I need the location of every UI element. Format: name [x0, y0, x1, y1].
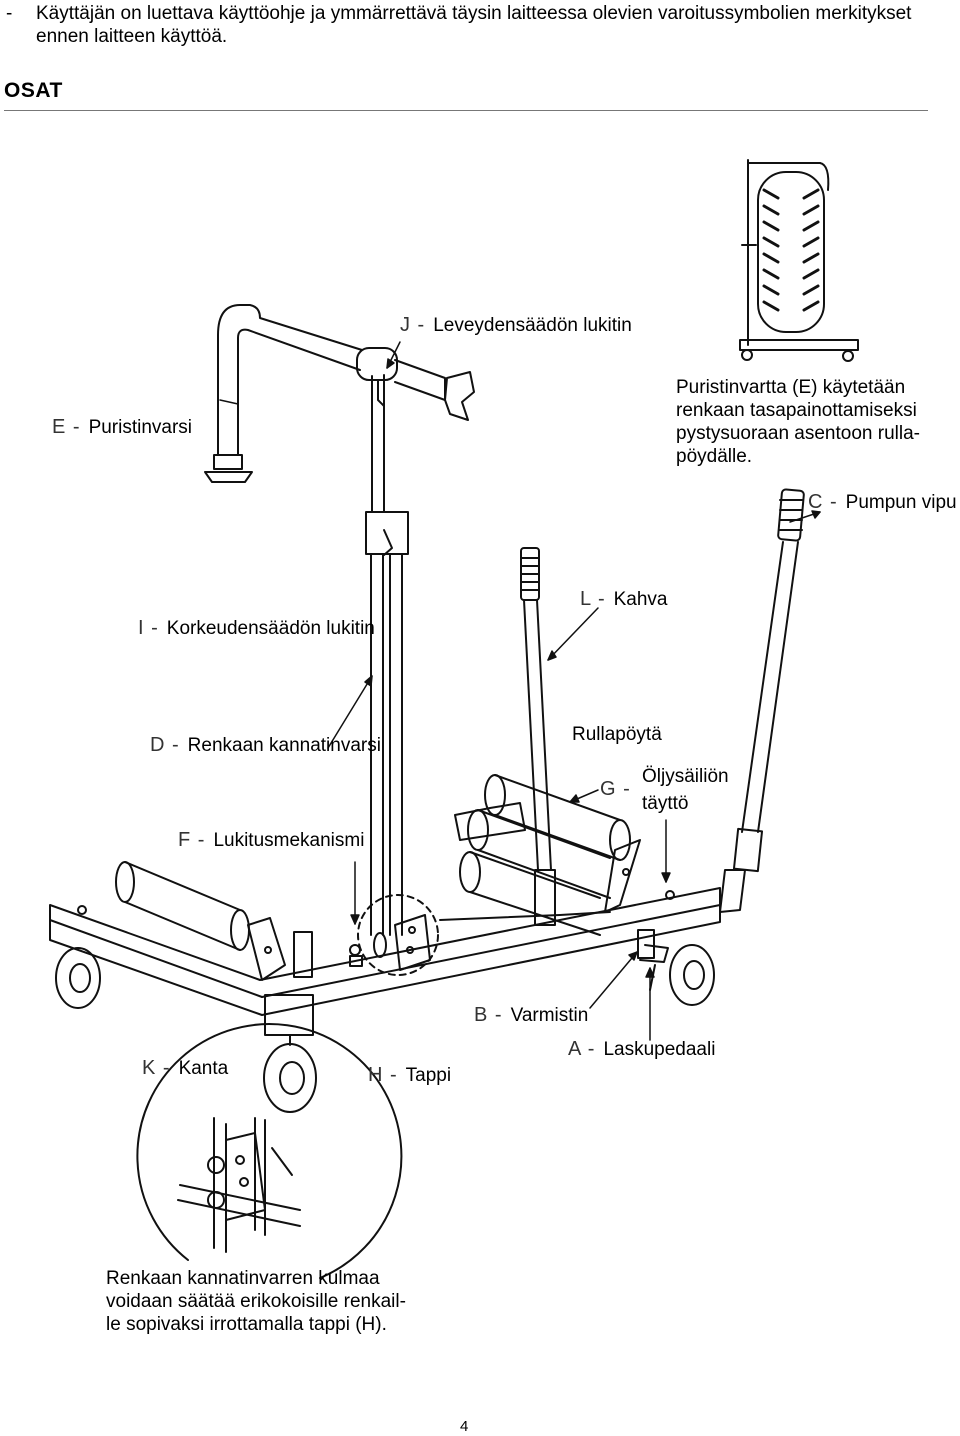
label-i-letter: I -	[138, 617, 159, 639]
pump-lever-illustration	[719, 488, 805, 913]
label-h: H - Tappi	[368, 1064, 451, 1087]
label-g-letter-text: G -	[600, 778, 631, 800]
label-j: J - Leveydensäädön lukitin	[400, 314, 632, 337]
label-l-text: Kahva	[613, 589, 668, 610]
note-clamp-arm-line-3: pystysuoraan asentoon rulla-	[676, 423, 920, 444]
label-roller-table: Rullapöytä	[572, 724, 662, 745]
label-b-text: Varmistin	[510, 1005, 589, 1026]
label-h-letter: H -	[368, 1064, 398, 1086]
label-b-letter: B -	[474, 1004, 503, 1026]
leader-lines	[219, 341, 821, 1041]
section-title: OSAT	[4, 79, 63, 102]
label-f: F - Lukitusmekanismi	[178, 829, 364, 852]
label-d-letter: D -	[150, 734, 180, 756]
label-e-text: Puristinvarsi	[88, 417, 193, 438]
label-f-letter: F -	[178, 829, 206, 851]
mast-illustration	[365, 511, 409, 936]
pedal-illustration	[637, 929, 669, 963]
page-number: 4	[460, 1418, 469, 1435]
label-j-letter: J -	[400, 314, 426, 336]
caster-wheels-illustration	[55, 944, 715, 1113]
pin-detail-inset	[136, 1023, 403, 1279]
note-pin: Renkaan kannatinvarren kulmaa voidaan sä…	[106, 1267, 406, 1336]
label-f-text: Lukitusmekanismi	[213, 830, 365, 851]
label-d-text: Renkaan kannatinvarsi	[187, 735, 381, 756]
label-i-text: Korkeudensäädön lukitin	[166, 618, 375, 639]
clamp-arm-illustration	[204, 304, 475, 513]
label-j-text: Leveydensäädön lukitin	[433, 315, 632, 336]
note-clamp-arm: Puristinvartta (E) käytetään renkaan tas…	[676, 376, 920, 468]
intro-line-2: ennen laitteen käyttöä.	[36, 26, 228, 47]
inset-tire-illustration	[739, 159, 859, 362]
label-b: B - Varmistin	[474, 1004, 588, 1027]
label-l-letter: L -	[580, 588, 606, 610]
label-k-text: Kanta	[178, 1058, 229, 1079]
note-clamp-arm-line-4: pöydälle.	[676, 446, 753, 467]
label-a: A - Laskupedaali	[568, 1038, 715, 1061]
bullet-dash: -	[6, 3, 13, 24]
label-g-text-1: Öljysäiliön	[642, 766, 729, 787]
note-pin-line-2: voidaan säätää erikokoisille renkail-	[106, 1291, 406, 1312]
label-c-text: Pumpun vipu	[845, 492, 957, 513]
label-i: I - Korkeudensäädön lukitin	[138, 617, 375, 640]
tire-support-arm-illustration	[115, 861, 286, 981]
pin-plate-illustration	[349, 914, 431, 971]
label-k: K - Kanta	[142, 1057, 228, 1080]
label-g-text-2: täyttö	[642, 793, 689, 814]
note-pin-line-3: le sopivaksi irrottamalla tappi (H).	[106, 1314, 387, 1335]
label-d: D - Renkaan kannatinvarsi	[150, 734, 381, 757]
handle-illustration	[520, 547, 556, 926]
base-frame-illustration	[49, 887, 721, 1036]
label-h-text: Tappi	[405, 1065, 452, 1086]
label-e-letter: E -	[52, 416, 81, 438]
note-clamp-arm-line-1: Puristinvartta (E) käytetään	[676, 377, 906, 398]
roller-table-illustration	[454, 774, 641, 936]
label-c: C - Pumpun vipu	[808, 491, 957, 514]
note-clamp-arm-line-2: renkaan tasapainottamiseksi	[676, 400, 917, 421]
label-e: E - Puristinvarsi	[52, 416, 192, 439]
label-g-letter: G -	[600, 778, 639, 801]
label-l: L - Kahva	[580, 588, 667, 611]
section-rule	[4, 110, 928, 111]
label-a-letter: A -	[568, 1038, 596, 1060]
note-pin-line-1: Renkaan kannatinvarren kulmaa	[106, 1268, 380, 1289]
pin-detail-circle	[357, 894, 439, 976]
intro-line-1: Käyttäjän on luettava käyttöohje ja ymmä…	[36, 3, 912, 24]
intro-bullet: - Käyttäjän on luettava käyttöohje ja ym…	[6, 2, 946, 48]
label-c-letter: C -	[808, 491, 838, 513]
label-a-text: Laskupedaali	[603, 1039, 716, 1060]
label-k-letter: K -	[142, 1057, 171, 1079]
